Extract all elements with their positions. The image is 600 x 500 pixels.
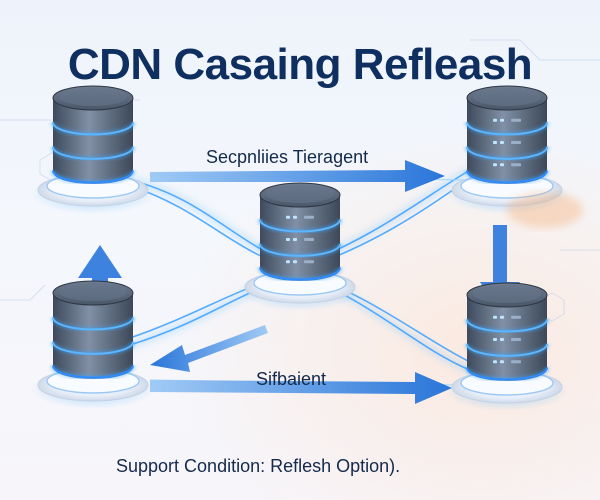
middle-arrow-label: Sifbaient	[256, 369, 327, 389]
warm-glow	[507, 192, 583, 228]
server-center	[238, 182, 362, 311]
server-bottom-right	[445, 282, 569, 411]
arrow-bottom-right	[150, 372, 452, 404]
arrow-center-to-bottom-left	[150, 325, 268, 372]
arrow-top-right	[150, 160, 445, 192]
server-bottom-left	[31, 280, 155, 409]
top-arrow-label: Secpnliies Tieragent	[206, 147, 369, 167]
server-top-left	[31, 85, 155, 214]
footer-caption: Support Condition: Reflesh Option).	[116, 456, 401, 476]
diagram-title: CDN Casaing Refleash	[67, 40, 533, 89]
